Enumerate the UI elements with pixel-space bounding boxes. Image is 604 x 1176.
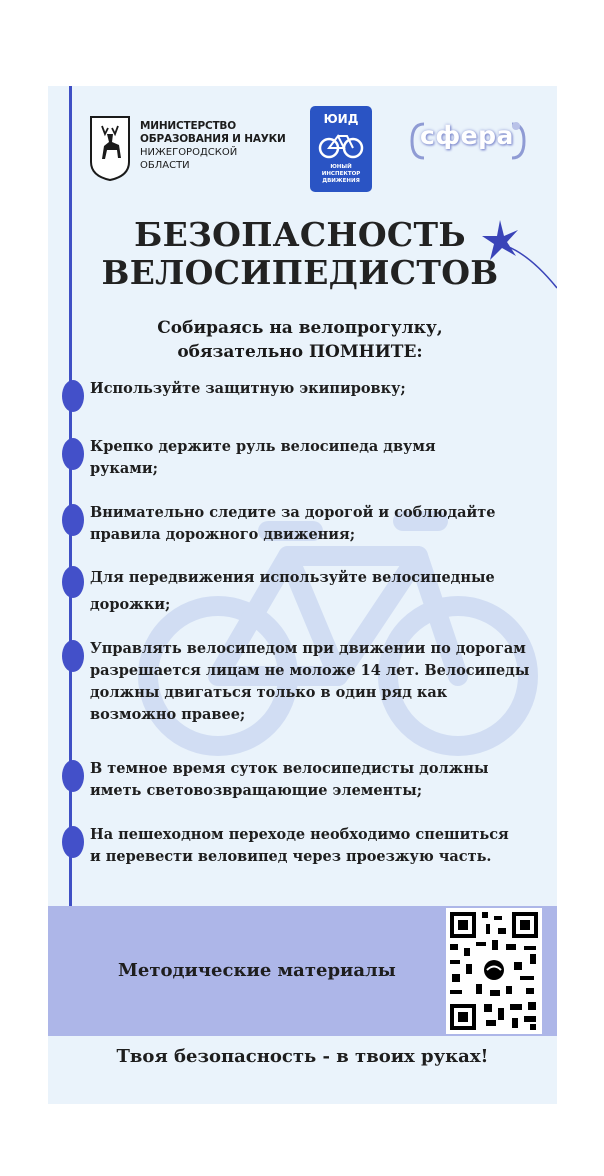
ministry-name-line1: МИНИСТЕРСТВО	[140, 120, 236, 132]
bullet-dot	[62, 566, 84, 598]
rule-text: Используйте защитную экипировку;	[90, 380, 406, 397]
sfera-logo-text: сфера	[420, 121, 514, 150]
bicycle-logo-icon	[318, 134, 364, 159]
materials-label: Методические материалы	[118, 960, 396, 981]
deer-emblem-icon	[90, 116, 130, 182]
rule-text: В темное время суток велосипедисты должн…	[90, 760, 489, 799]
title-line2: ВЕЛОСИПЕДИСТОВ	[101, 253, 499, 292]
subtitle: Собираясь на велопрогулку, обязательно П…	[108, 316, 492, 364]
ministry-region-line1: НИЖЕГОРОДСКОЙ	[140, 147, 238, 158]
ministry-logo: МИНИСТЕРСТВО ОБРАЗОВАНИЯ И НАУКИ НИЖЕГОР…	[88, 114, 298, 184]
ministry-name-line2: ОБРАЗОВАНИЯ И НАУКИ	[140, 133, 286, 145]
bullet-dot	[62, 504, 84, 536]
vertical-accent-line	[69, 86, 72, 921]
subtitle-line2: обязательно ПОМНИТЕ:	[177, 342, 423, 362]
materials-band: Методические материалы	[48, 906, 557, 1036]
rule-text: На пешеходном переходе необходимо спешит…	[90, 826, 509, 865]
footer-slogan: Твоя безопасность - в твоих руках!	[116, 1046, 489, 1067]
rule-text: Крепко держите руль велосипеда двумя рук…	[90, 438, 436, 477]
yuid-logo: ЮИД ЮНЫЙ ИНСПЕКТОР ДВИЖЕНИЯ	[310, 106, 372, 192]
bicycle-illustration	[138, 511, 538, 756]
bullet-dot	[62, 380, 84, 412]
bullet-dot	[62, 826, 84, 858]
bullet-dot	[62, 640, 84, 672]
rule-text: Внимательно следите за дорогой и соблюда…	[90, 504, 496, 543]
subtitle-line1: Собираясь на велопрогулку,	[157, 318, 443, 338]
sfera-logo: сфера	[408, 118, 528, 164]
yuid-logo-title: ЮИД	[323, 112, 359, 126]
sfera-logo-outline	[410, 122, 526, 160]
bullet-dot	[62, 438, 84, 470]
ministry-region-line2: ОБЛАСТИ	[140, 160, 190, 171]
qr-code-icon	[450, 912, 538, 1030]
qr-code[interactable]	[446, 908, 542, 1034]
rule-text: Для передвижения используйте велосипедны…	[90, 569, 495, 613]
page-title: БЕЗОПАСНОСТЬ ВЕЛОСИПЕДИСТОВ	[88, 216, 512, 292]
yuid-logo-sub2: ИНСПЕКТОР	[321, 171, 361, 177]
star-icon	[482, 220, 557, 289]
yuid-logo-sub1: ЮНЫЙ	[330, 164, 352, 170]
bullet-dot	[62, 760, 84, 792]
poster: МИНИСТЕРСТВО ОБРАЗОВАНИЯ И НАУКИ НИЖЕГОР…	[48, 86, 557, 1104]
title-line1: БЕЗОПАСНОСТЬ	[134, 215, 466, 254]
yuid-logo-sub3: ДВИЖЕНИЯ	[322, 178, 360, 184]
rule-text: Управлять велосипедом при движении по до…	[90, 640, 530, 723]
